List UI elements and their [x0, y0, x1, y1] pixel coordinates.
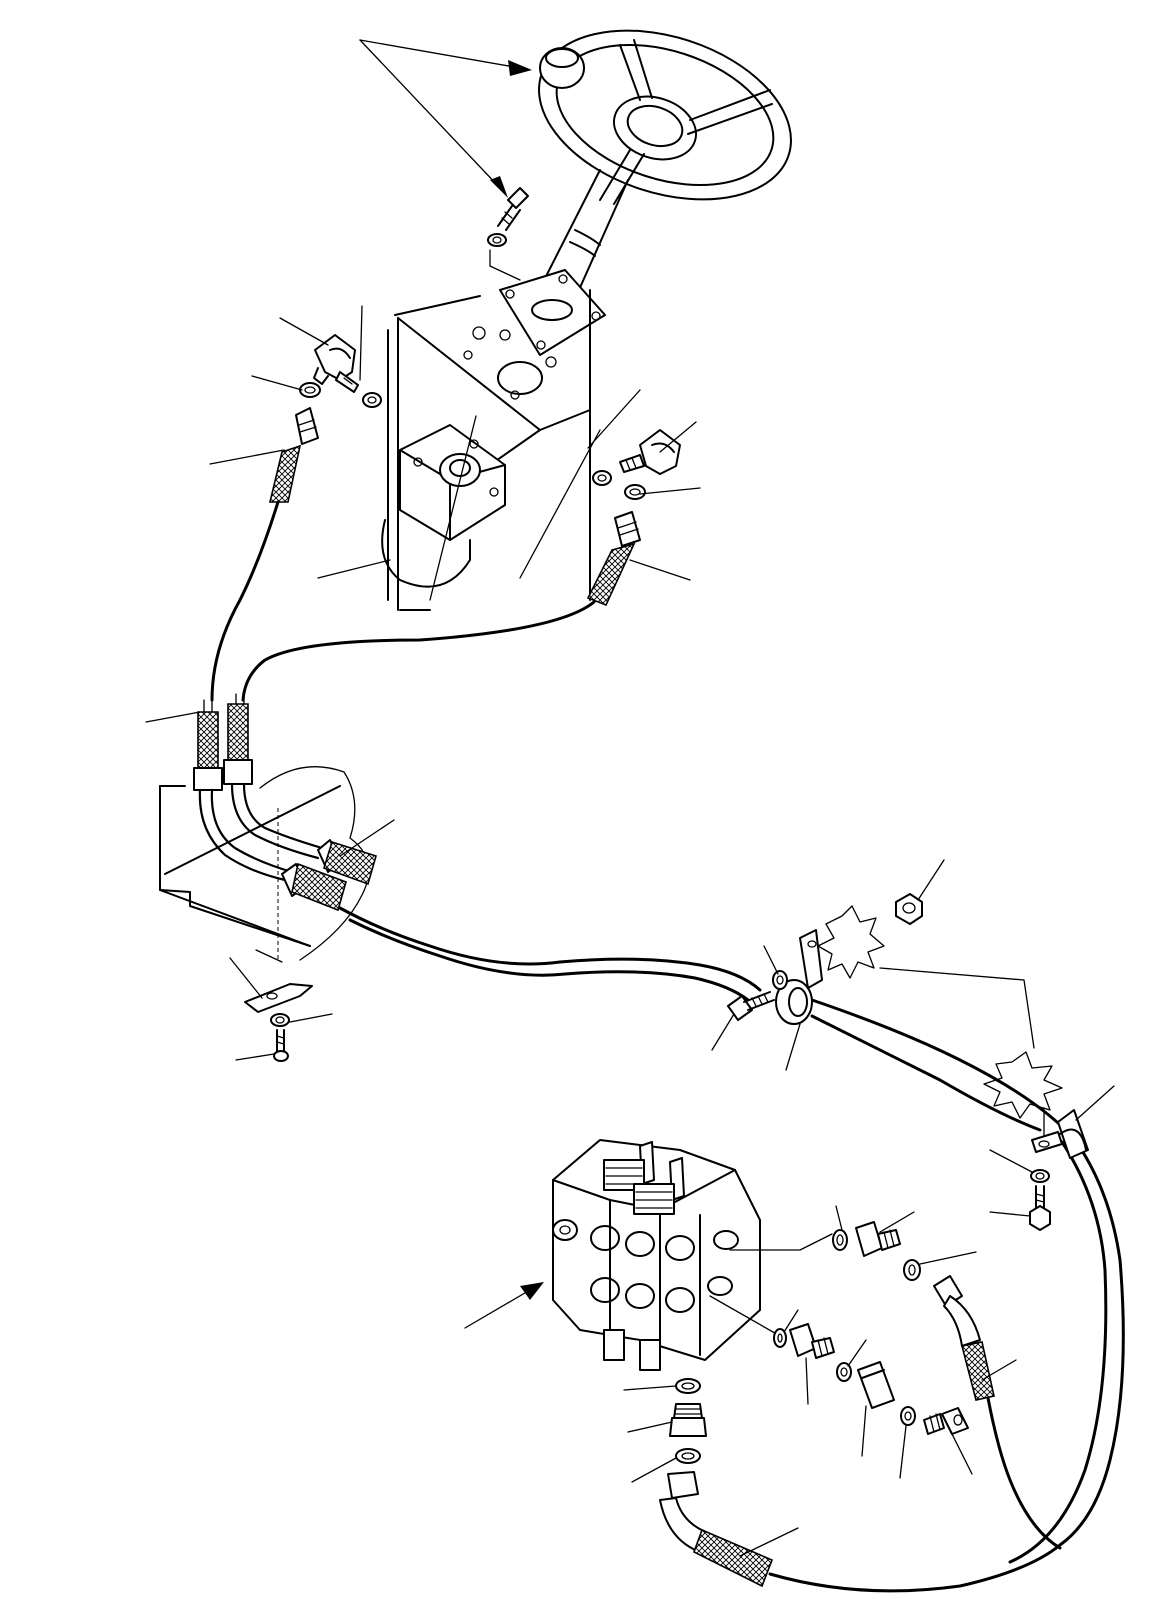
clip-washer: [270, 1013, 290, 1027]
bottom-port-oring-2: [675, 1448, 701, 1464]
rear-clamp-bolt: [1029, 1185, 1051, 1231]
lower-port-plug: [923, 1407, 969, 1435]
frame-section-symbol-2: [983, 1051, 1063, 1119]
callout-leaders: [145, 39, 1115, 1557]
bottom-port-hose-elbow: [659, 1471, 774, 1588]
steering-column: [499, 169, 629, 356]
hose-rear-return: [1008, 1140, 1108, 1564]
clip-screw: [273, 1029, 289, 1062]
left-oring: [362, 392, 382, 408]
hose-clip: [244, 983, 313, 1013]
clamp-bolt-center: [727, 991, 775, 1021]
hose-clamp-rear: [1031, 1109, 1089, 1159]
left-seal-ring: [299, 382, 321, 398]
valve-pointer-arrow: [464, 1282, 544, 1329]
steering-wheel: [538, 29, 792, 205]
clamp-washer-center: [772, 970, 788, 990]
steering-console: [387, 289, 591, 611]
right-hose-end: [586, 511, 641, 607]
hose-left-upper: [210, 500, 280, 702]
column-bolt-washer: [487, 233, 507, 247]
hose-rear-lower: [810, 1014, 1042, 1132]
hose-valve-bottom: [768, 1543, 1062, 1593]
bulkhead-hose-ends: [193, 693, 253, 791]
bottom-port-oring-1: [675, 1378, 701, 1394]
control-valve: [552, 1139, 761, 1371]
upper-port-seal: [903, 1259, 921, 1281]
lower-port-oring-3: [900, 1406, 916, 1426]
right-oring-2: [624, 484, 646, 500]
lower-port-coupler: [857, 1361, 895, 1409]
bottom-port-adapter: [669, 1403, 707, 1437]
steering-knob: [539, 47, 585, 89]
hose-main-2: [348, 918, 750, 1002]
column-flange: [499, 269, 606, 356]
upper-port-oring: [832, 1229, 848, 1251]
upper-port-adapter: [855, 1221, 901, 1257]
clamp-nut: [895, 893, 923, 925]
steering-unit: [381, 424, 506, 588]
column-mounting-bolt: [497, 187, 529, 231]
frame-section-symbol-1: [817, 905, 885, 979]
upper-port-hose-elbow: [933, 1275, 995, 1401]
lower-port-oring-2: [836, 1362, 852, 1382]
rear-clamp-washer: [1030, 1169, 1050, 1183]
left-hose-end: [268, 407, 319, 503]
chassis-bracket: [159, 766, 370, 963]
right-oring-1: [592, 470, 612, 486]
right-elbow-fitting: [619, 429, 681, 475]
hose-rear-upper: [810, 998, 1125, 1547]
lower-port-oring-1: [773, 1328, 787, 1348]
chassis-hose-fittings: [281, 839, 377, 912]
hose-main-1: [338, 906, 762, 992]
lower-port-adapter: [789, 1323, 835, 1359]
hose-right-upper: [241, 600, 596, 702]
hose-clamp-center: [775, 929, 823, 1025]
left-elbow-fitting: [313, 334, 359, 393]
hose-valve-upper-port: [986, 1396, 1062, 1550]
